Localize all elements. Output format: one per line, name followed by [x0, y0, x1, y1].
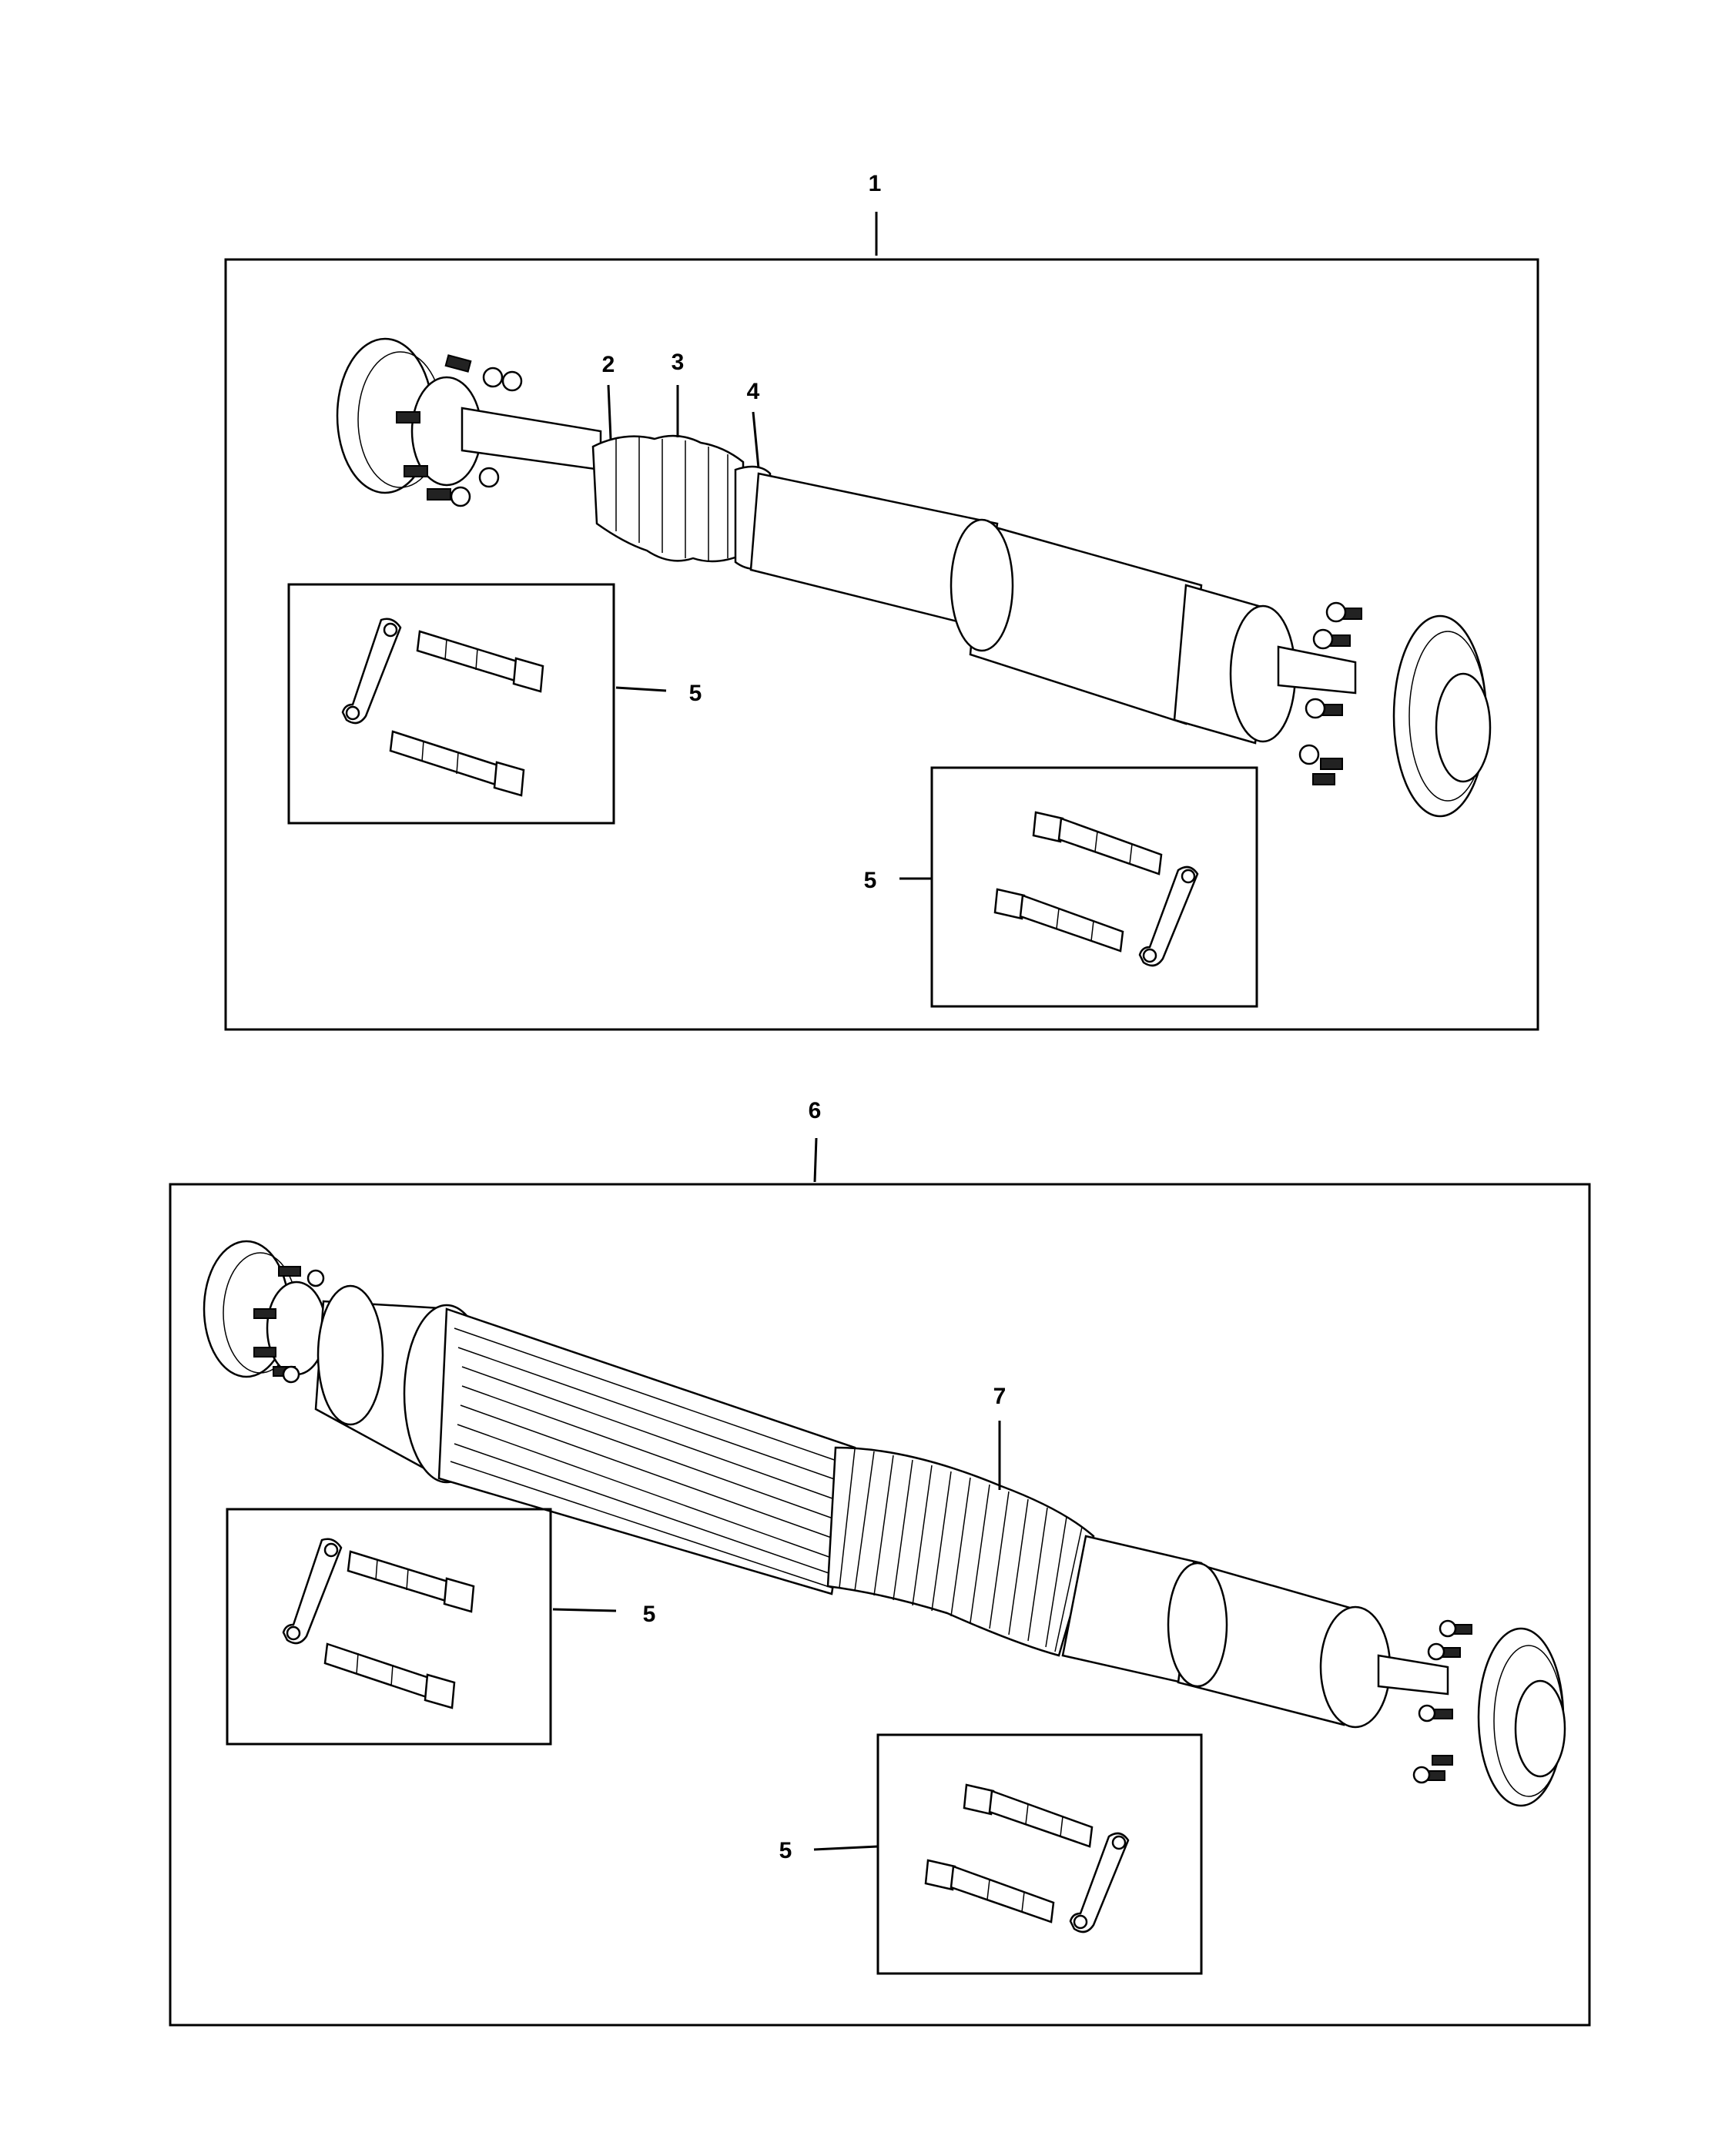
bolt [1032, 811, 1163, 875]
callout-6-leader [813, 1137, 818, 1183]
callout-6[interactable]: 6 [809, 1098, 822, 1123]
bolt [347, 1550, 475, 1613]
bolt [963, 1783, 1094, 1848]
boot-7 [826, 1446, 1095, 1657]
retainer-strap [1138, 865, 1199, 967]
callout-4[interactable]: 4 [747, 379, 760, 404]
bolt [416, 630, 544, 693]
right-flange-bolts-1 [1298, 601, 1362, 785]
left-flange-bolts-6 [253, 1266, 325, 1384]
retainer-strap [1069, 1832, 1130, 1933]
bolt [993, 888, 1124, 952]
callout-5c[interactable]: 5 [643, 1602, 656, 1627]
left-flange-bolts-1 [396, 354, 523, 507]
bolt-kit-5-a[interactable] [287, 583, 615, 825]
callout-7[interactable]: 7 [993, 1384, 1007, 1409]
retainer-strap [282, 1538, 343, 1645]
retainer-strap [341, 618, 402, 725]
bolt-kit-5-b[interactable] [930, 766, 1258, 1008]
callout-2[interactable]: 2 [602, 352, 615, 377]
right-flange-bolts-6 [1412, 1619, 1472, 1784]
bolt-kit-5-d[interactable] [876, 1733, 1203, 1975]
assembly-6-frame [169, 1183, 1591, 2027]
driveshaft-6[interactable] [203, 1240, 1566, 1807]
callout-5b[interactable]: 5 [864, 868, 877, 893]
bolt-kit-5-c[interactable] [226, 1508, 552, 1746]
bolt [389, 730, 525, 797]
callout-5a[interactable]: 5 [689, 681, 702, 706]
callout-5d[interactable]: 5 [779, 1838, 792, 1863]
bolt [924, 1859, 1055, 1923]
bolt [323, 1642, 456, 1709]
driveshaft-1[interactable] [336, 337, 1492, 818]
assembly-1-frame [224, 258, 1539, 1031]
callout-3[interactable]: 3 [672, 350, 685, 375]
assembly-1-group: 1 [224, 171, 1539, 1031]
assembly-6-group: 6 [169, 1098, 1591, 2027]
callout-1[interactable]: 1 [869, 171, 882, 196]
